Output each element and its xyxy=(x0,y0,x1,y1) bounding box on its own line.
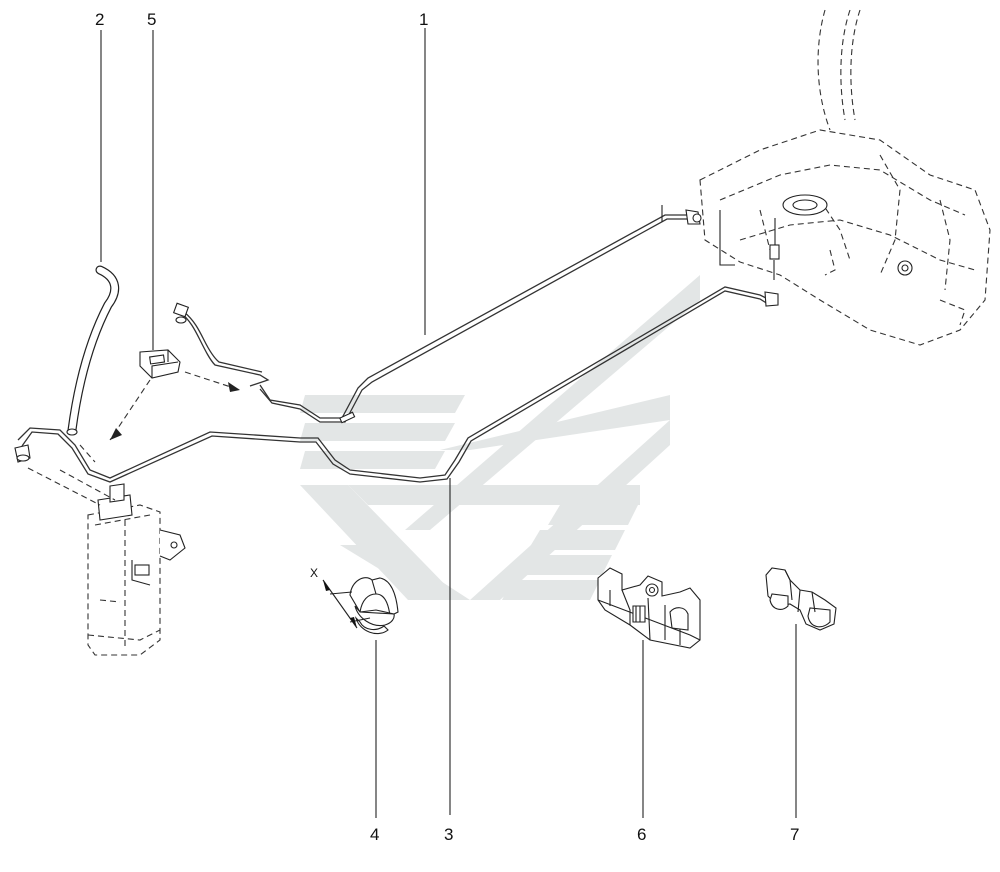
callouts: 2 5 1 4 3 6 7 xyxy=(95,10,799,844)
clip-4 xyxy=(349,577,399,635)
assembly-guides xyxy=(27,371,241,506)
callout-7: 7 xyxy=(790,825,799,844)
dimension-label: X xyxy=(310,566,318,580)
clip-6 xyxy=(597,567,701,649)
hose-2 xyxy=(66,265,120,436)
pipe-1 xyxy=(259,205,702,423)
vent-tube xyxy=(172,302,270,387)
fuel-tank xyxy=(699,9,991,346)
pipe-3 xyxy=(14,286,779,483)
connector-5 xyxy=(139,349,181,379)
callout-2: 2 xyxy=(95,10,104,29)
callout-1: 1 xyxy=(419,10,428,29)
clip-7 xyxy=(765,567,837,631)
carbon-canister xyxy=(87,483,186,656)
callout-3: 3 xyxy=(444,825,453,844)
callout-6: 6 xyxy=(637,825,646,844)
dimension-x: X xyxy=(310,566,371,629)
leader-lines xyxy=(100,28,797,818)
watermark-logo xyxy=(300,275,700,600)
arrow-icon xyxy=(110,382,240,440)
callout-4: 4 xyxy=(370,825,379,844)
callout-5: 5 xyxy=(147,10,156,29)
